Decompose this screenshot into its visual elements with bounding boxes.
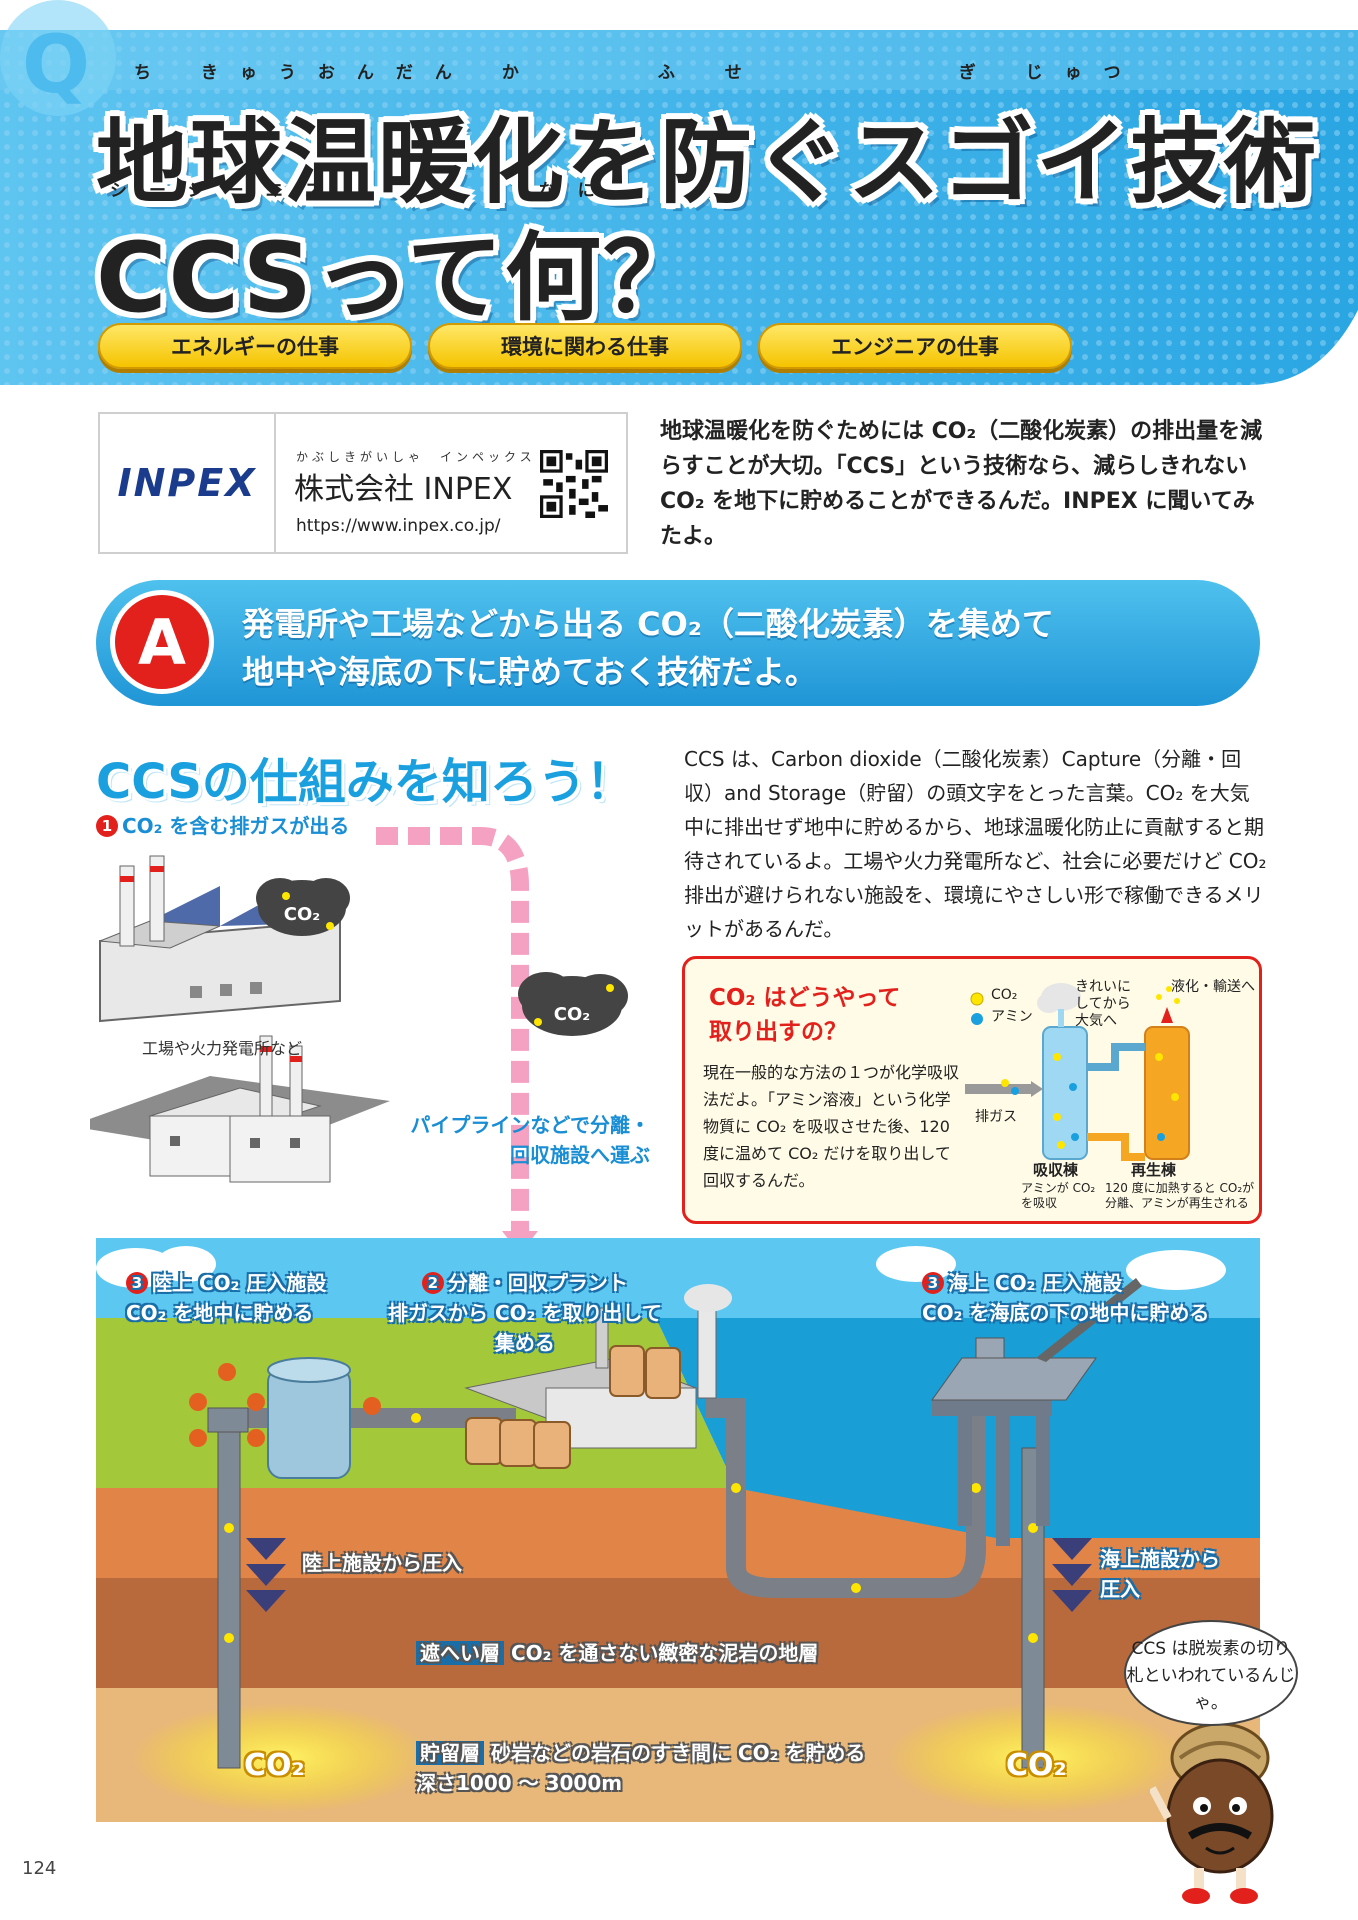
answer-banner: A 発電所や工場などから出る CO₂（二酸化炭素）を集めて 地中や海底の下に貯め…: [96, 580, 1260, 706]
reservoir-desc: 砂岩などの岩石のすき間に CO₂ を貯める: [490, 1741, 866, 1765]
company-name-ruby: かぶしきがいしゃ インペックス: [296, 450, 536, 464]
qr-code-icon[interactable]: [540, 450, 608, 518]
page-title-line1: 地球温暖化を防ぐスゴイ技術: [96, 109, 1319, 216]
mechanism-title: CCSの仕組みを知ろう！: [96, 754, 634, 810]
page-title-line2: CCSって何？: [96, 222, 702, 334]
step1-number: 1: [96, 815, 118, 837]
company-url[interactable]: https://www.inpex.co.jp/: [296, 516, 501, 536]
factory-caption: 工場や火力発電所など: [142, 1039, 303, 1058]
q-circle-icon: [0, 0, 116, 116]
tag-energy[interactable]: エネルギーの仕事: [98, 323, 412, 369]
pipeline-label: パイプラインなどで分離・回収施設へ運ぶ: [410, 1113, 650, 1167]
cap-rock-title: 遮へい層: [416, 1641, 504, 1665]
co2-cloud-1: CO₂: [256, 878, 350, 936]
step1-text: CO₂ を含む排ガスが出る: [122, 814, 350, 838]
legend-amine: アミン: [991, 1009, 1033, 1025]
plant-number: 2: [421, 1272, 444, 1294]
offshore-number: 3: [922, 1272, 944, 1294]
absorber-note: アミンが CO₂を吸収: [1021, 1181, 1096, 1210]
land-injection-label: 陸上施設から圧入: [302, 1551, 462, 1575]
header-banner: Q ち きゅうおんだん か ふ せ ぎ じゅつ 地球温暖化を防ぐスゴイ技術 シー…: [0, 0, 1358, 385]
ccs-explanation: CCS は、Carbon dioxide（二酸化炭素）Capture（分離・回収…: [684, 747, 1267, 941]
header-background: Q: [0, 0, 1358, 385]
answer-line2: 地中や海底の下に貯めておく技術だよ。: [242, 653, 818, 691]
answer-text: 発電所や工場などから出る CO₂（二酸化炭素）を集めて 地中や海底の下に貯めてお…: [242, 600, 1054, 696]
sea-injection-label: 海上施設から 圧入: [1100, 1544, 1220, 1604]
exhaust-label: 排ガス: [975, 1109, 1017, 1125]
onshore-number: 3: [126, 1272, 148, 1294]
liquefy-label: 液化・輸送へ: [1171, 979, 1255, 995]
svg-text:Q: Q: [22, 18, 90, 111]
title-ruby-line2: シーシーエス なに: [110, 181, 617, 201]
character-speech-bubble: CCS は脱炭素の切り札といわれているんじゃ。: [1124, 1620, 1298, 1726]
co2-stored-right: CO₂: [1006, 1748, 1067, 1783]
company-name: 株式会社 INPEX: [294, 472, 513, 507]
company-box: INPEX かぶしきがいしゃ インペックス 株式会社 INPEX https:/…: [98, 412, 628, 554]
co2-cloud-2: CO₂: [518, 972, 628, 1036]
flow-path: [376, 827, 529, 1246]
offshore-title: 海上 CO₂ 圧入施設: [948, 1271, 1123, 1295]
co2-stored-left: CO₂: [244, 1748, 305, 1783]
page-number: 124: [22, 1858, 57, 1879]
co2-extraction-box: CO₂ はどうやって 取り出すの？ 現在一般的な方法の１つが化学吸収法だよ。「ア…: [682, 956, 1262, 1224]
extraction-body: 現在一般的な方法の１つが化学吸収法だよ。「アミン溶液」という化学物質に CO₂ …: [703, 1063, 960, 1190]
answer-badge: A: [110, 590, 214, 694]
title-ruby-line1: ち きゅうおんだん か ふ せ ぎ じゅつ: [134, 63, 1143, 83]
reservoir-depth: 深さ1000 ～ 3000m: [416, 1771, 623, 1795]
tag-environment[interactable]: 環境に関わる仕事: [428, 323, 742, 369]
reservoir-label: 貯留層 砂岩などの岩石のすき間に CO₂ を貯める 深さ1000 ～ 3000m: [416, 1738, 865, 1798]
sea-injection-line2: 圧入: [1100, 1577, 1140, 1601]
intro-text: 地球温暖化を防ぐためには CO₂（二酸化炭素）の排出量を減らすことが大切。「CC…: [660, 419, 1263, 549]
extraction-title-line1: CO₂ はどうやって: [709, 985, 901, 1011]
absorber-label: 吸収棟: [1033, 1161, 1079, 1179]
plant-sub1: 排ガスから CO₂ を取り出して: [388, 1301, 662, 1325]
cloud2-label: CO₂: [554, 1004, 590, 1025]
plant-sub2: 集める: [494, 1331, 555, 1355]
answer-line1: 発電所や工場などから出る CO₂（二酸化炭素）を集めて: [242, 605, 1054, 643]
legend-co2: CO₂: [991, 987, 1018, 1003]
offshore-sub: CO₂ を海底の下の地中に貯める: [922, 1301, 1210, 1325]
cap-rock-desc: CO₂ を通さない緻密な泥岩の地層: [510, 1641, 819, 1665]
factory-illustration: CO₂ CO₂: [90, 827, 628, 1254]
extraction-title-line2: 取り出すの？: [709, 1019, 847, 1045]
inpex-logo: INPEX: [117, 461, 257, 505]
cloud1-label: CO₂: [284, 904, 320, 925]
cap-rock-label: 遮へい層 CO₂ を通さない緻密な泥岩の地層: [416, 1638, 818, 1668]
regenerator-label: 再生棟: [1131, 1161, 1177, 1179]
onshore-title: 陸上 CO₂ 圧入施設: [152, 1271, 327, 1295]
cross-section-art: [96, 1238, 1260, 1822]
extraction-title: CO₂ はどうやって 取り出すの？: [709, 981, 900, 1049]
clean-air-label: きれいにしてから大気へ: [1075, 979, 1131, 1029]
regenerator-note: 120 度に加熱すると CO₂が分離、アミンが再生される: [1105, 1181, 1255, 1210]
sea-injection-line1: 海上施設から: [1100, 1547, 1220, 1571]
acorn-character-icon: [1150, 1722, 1274, 1904]
company-logo-cell: INPEX: [100, 414, 276, 552]
onshore-sub: CO₂ を地中に貯める: [126, 1301, 314, 1325]
reservoir-title: 貯留層: [416, 1741, 484, 1765]
plant-title: 分離・回収プラント: [447, 1271, 628, 1295]
absorption-diagram: [965, 983, 1190, 1161]
tag-engineer[interactable]: エンジニアの仕事: [758, 323, 1072, 369]
